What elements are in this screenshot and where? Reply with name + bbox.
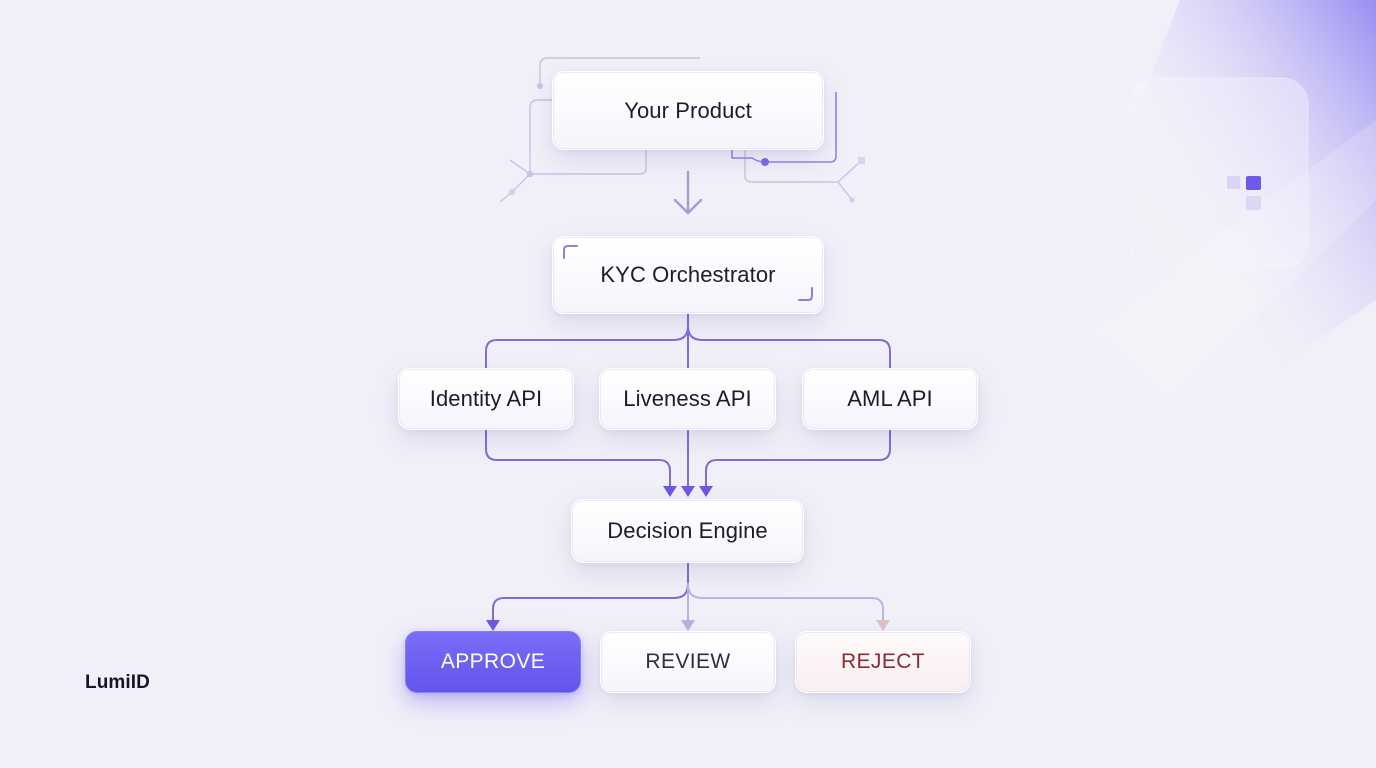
node-aml-api-label: AML API: [847, 386, 933, 411]
arrow-heads: [486, 486, 890, 631]
node-identity-api-label: Identity API: [429, 386, 543, 411]
node-kyc-orchestrator-label: KYC Orchestrator: [600, 262, 776, 287]
connector-decision-to-reject: [687, 583, 884, 621]
node-aml-api: AML API: [802, 368, 978, 430]
outcome-review: REVIEW: [600, 631, 776, 693]
node-identity-api: Identity API: [398, 368, 574, 430]
outcome-approve: APPROVE: [405, 631, 581, 693]
glass-stripe: [1090, 120, 1376, 400]
node-liveness-api: Liveness API: [599, 368, 776, 430]
outcome-reject-label: REJECT: [840, 650, 926, 673]
circuit-nodes: [509, 83, 865, 203]
glass-panel: [1129, 77, 1309, 269]
connector-decision-to-approve: [492, 562, 689, 621]
outcome-approve-label: APPROVE: [440, 650, 546, 673]
node-your-product: Your Product: [552, 71, 824, 150]
brand-logo: LumiID: [85, 672, 150, 693]
circuit-lines: [499, 57, 863, 203]
node-your-product-label: Your Product: [624, 97, 752, 123]
outcome-review-label: REVIEW: [645, 650, 731, 673]
node-kyc-orchestrator: KYC Orchestrator: [552, 236, 824, 314]
node-decision-engine-label: Decision Engine: [607, 518, 768, 543]
arrow-product-to-orchestrator: [673, 170, 703, 215]
node-liveness-api-label: Liveness API: [623, 386, 752, 411]
connector-orchestrator-to-apis: [485, 313, 891, 369]
outcome-reject: REJECT: [795, 631, 971, 693]
squares-icon: [1227, 176, 1261, 210]
node-decision-engine: Decision Engine: [571, 499, 804, 563]
connector-apis-to-decision: [485, 429, 891, 487]
